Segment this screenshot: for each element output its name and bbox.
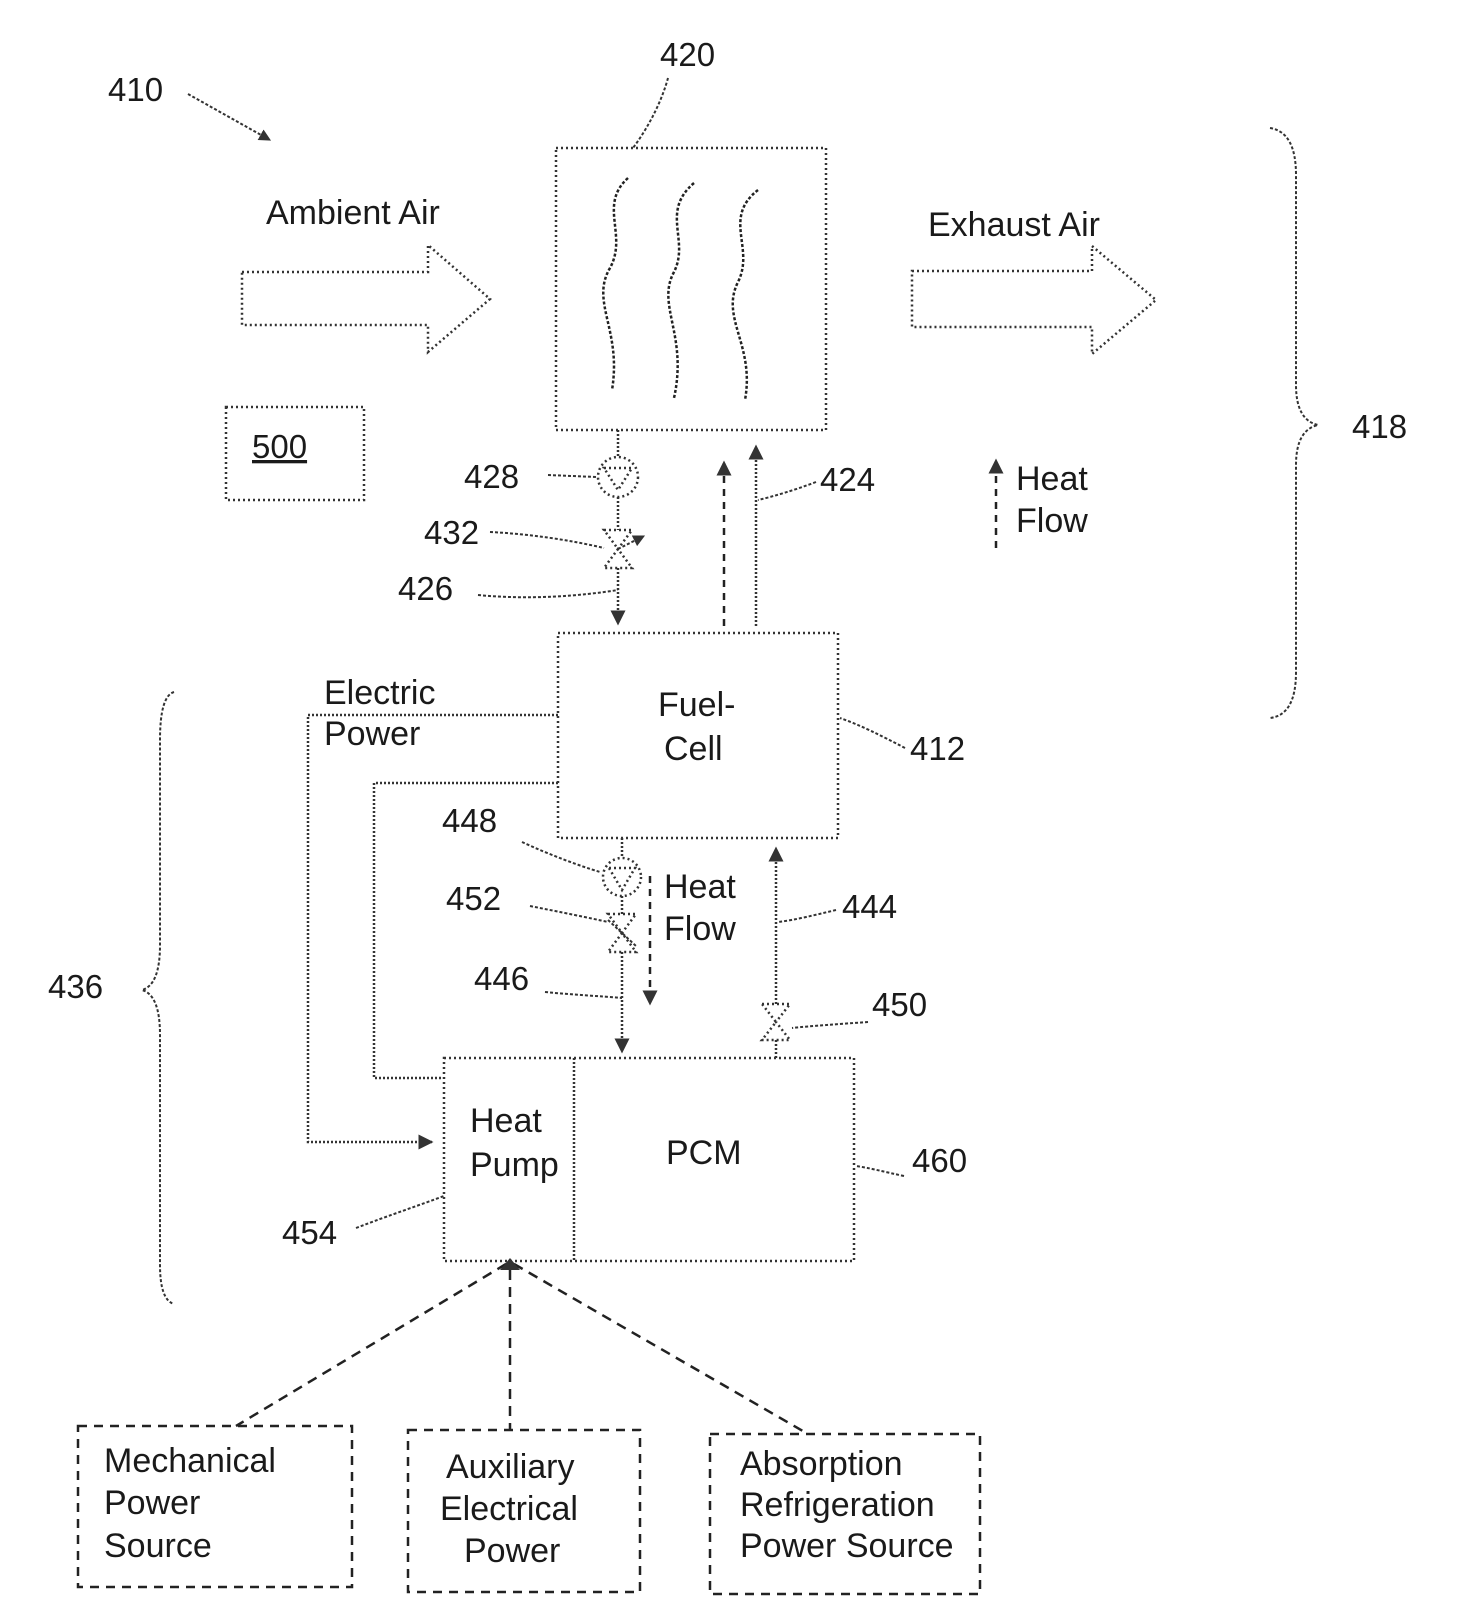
exhaust-air-arrow: [912, 246, 1156, 354]
ref-454-label: 454: [282, 1214, 337, 1251]
heat-exchanger-box: [556, 148, 826, 430]
ref-460-leader: [856, 1166, 904, 1176]
ref-448-label: 448: [442, 802, 497, 839]
ref-500-label: 500: [252, 428, 307, 465]
ref-452-label: 452: [446, 880, 501, 917]
ambient-air-label: Ambient Air: [266, 194, 440, 232]
fuel-cell-line2: Cell: [664, 730, 723, 768]
pump-428-icon: [598, 457, 638, 497]
heat-exchanger-wave-3: [733, 190, 758, 400]
absorption-line2: Refrigeration: [740, 1486, 935, 1524]
ref-428-label: 428: [464, 458, 519, 495]
mechanical-line3: Source: [104, 1527, 212, 1565]
heat-exchanger-wave-2: [668, 183, 694, 398]
ref-410-label: 410: [108, 71, 163, 108]
ref-450-label: 450: [872, 986, 927, 1023]
brace-436: [142, 692, 174, 1304]
mechanical-line1: Mechanical: [104, 1442, 276, 1480]
ref-454-leader: [356, 1196, 444, 1228]
ref-412-label: 412: [910, 730, 965, 767]
ref-444-leader: [778, 910, 836, 922]
pcm-label: PCM: [666, 1134, 742, 1172]
ref-426-label: 426: [398, 570, 453, 607]
ref-444-label: 444: [842, 888, 897, 925]
ref-452-leader: [530, 906, 608, 922]
electric-power-line2: Power: [324, 715, 420, 753]
exhaust-air-label: Exhaust Air: [928, 206, 1100, 244]
heat-pump-line1: Heat: [470, 1102, 542, 1140]
ref-412-leader: [840, 718, 905, 748]
valve-432-actuator: [618, 536, 644, 549]
ref-426-leader: [478, 590, 618, 597]
heat-flow-mid-line1: Heat: [664, 868, 736, 906]
heat-pump-line2: Pump: [470, 1146, 559, 1184]
valve-450-icon: [762, 1004, 790, 1040]
absorption-line3: Power Source: [740, 1527, 954, 1565]
ref-432-label: 432: [424, 514, 479, 551]
electric-power-line1: Electric: [324, 674, 435, 712]
heat-flow-legend-line2: Flow: [1016, 502, 1088, 540]
heat-flow-mid-line2: Flow: [664, 910, 736, 948]
pump-448-triangle: [609, 868, 635, 890]
ref-448-leader: [522, 842, 600, 872]
valve-452-icon: [608, 914, 636, 952]
pump-428-triangle: [604, 468, 632, 490]
ref-432-leader: [490, 532, 604, 548]
ref-428-leader: [548, 475, 596, 477]
ref-420-leader: [633, 78, 668, 148]
ref-446-label: 446: [474, 960, 529, 997]
ref-424-label: 424: [820, 461, 875, 498]
link-heat-pump-to-mechanical: [236, 1264, 506, 1426]
ref-446-leader: [545, 992, 622, 998]
ref-410-arrow: [188, 94, 270, 140]
link-heat-pump-to-absorption: [514, 1264, 808, 1434]
brace-418: [1270, 128, 1318, 718]
ref-418-label: 418: [1352, 408, 1407, 445]
fuel-cell-line1: Fuel-: [658, 686, 735, 724]
ref-450-leader: [792, 1022, 868, 1028]
ambient-air-arrow: [242, 245, 490, 352]
ref-460-label: 460: [912, 1142, 967, 1179]
ref-424-leader: [758, 482, 816, 500]
heat-exchanger-wave-1: [603, 178, 628, 390]
auxiliary-line3: Power: [464, 1532, 560, 1570]
auxiliary-line1: Auxiliary: [446, 1448, 574, 1486]
ref-420-label: 420: [660, 36, 715, 73]
mechanical-line2: Power: [104, 1484, 200, 1522]
ref-436-label: 436: [48, 968, 103, 1005]
heat-flow-legend-line1: Heat: [1016, 460, 1088, 498]
absorption-line1: Absorption: [740, 1445, 903, 1483]
auxiliary-line2: Electrical: [440, 1490, 578, 1528]
